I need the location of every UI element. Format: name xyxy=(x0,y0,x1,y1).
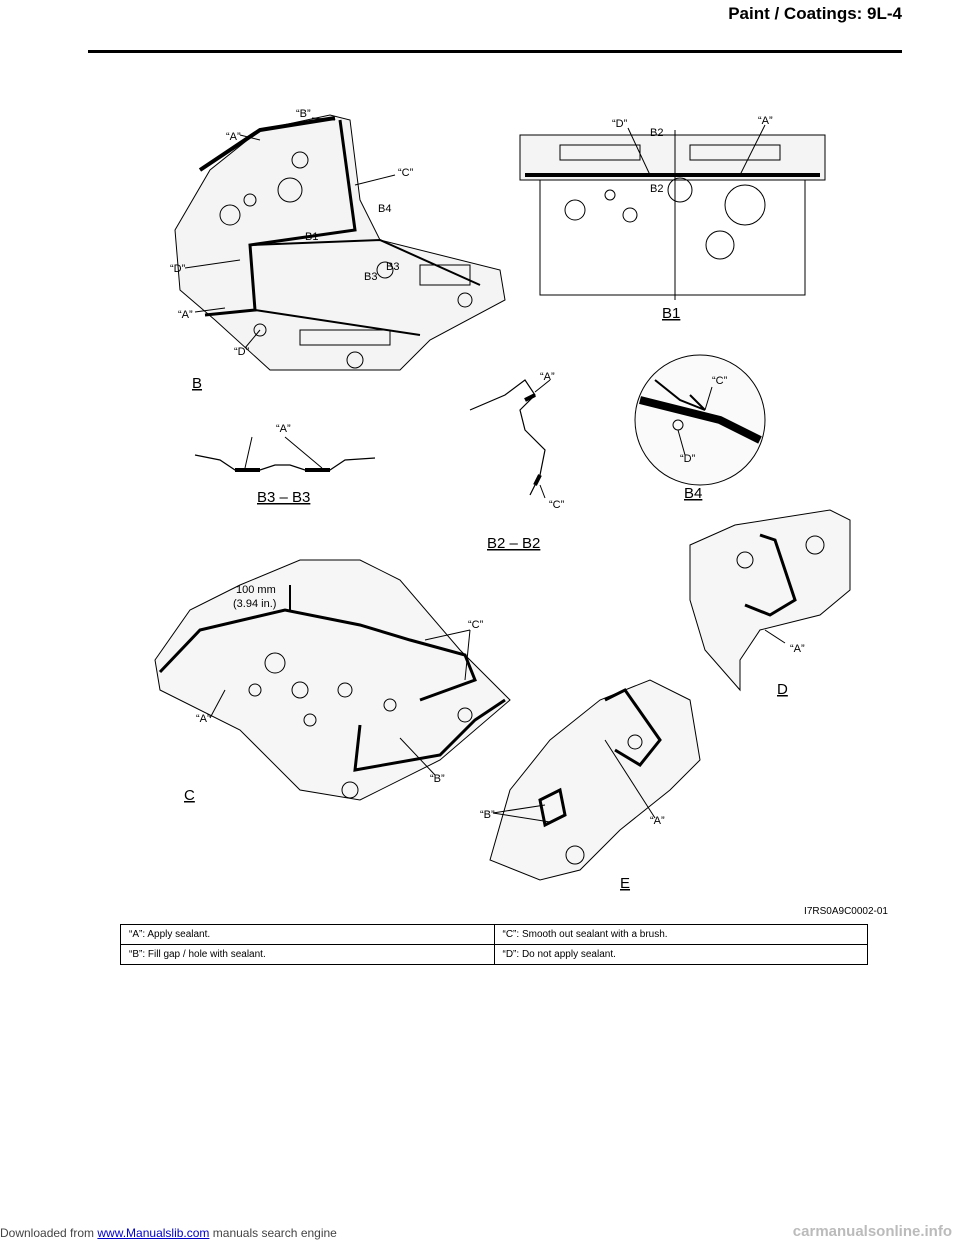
legend-cell: “D”: Do not apply sealant. xyxy=(493,944,868,965)
table-row: “A”: Apply sealant. “C”: Smooth out seal… xyxy=(120,924,868,945)
panel-d-drawing xyxy=(689,509,851,692)
callout-b: “B” xyxy=(296,108,311,120)
page-header-title: Paint / Coatings: 9L-4 xyxy=(728,4,902,23)
footer-suffix: manuals search engine xyxy=(209,1226,337,1240)
section-b3-line xyxy=(194,454,376,471)
dimension-mm: 100 mm xyxy=(236,584,276,596)
section-label-b2-b2: B2 – B2 xyxy=(487,535,540,552)
legend-cell: “B”: Fill gap / hole with sealant. xyxy=(120,944,495,965)
label-b1: B1 xyxy=(305,231,318,243)
legend-cell: “A”: Apply sealant. xyxy=(120,924,495,945)
panel-label-b4: B4 xyxy=(684,485,702,502)
label-b3: B3 xyxy=(386,261,399,273)
callout-b: “B” xyxy=(430,773,445,785)
panel-c-drawing xyxy=(154,559,511,801)
sealant-diagram: “B” “A” “C” B4 B1 B3 B3 “D” “A” “D” B “D… xyxy=(154,108,851,892)
panel-b-drawing xyxy=(174,114,506,371)
label-b4: B4 xyxy=(378,203,391,215)
callout-a: “A” xyxy=(790,643,805,655)
section-label-b3-b3: B3 – B3 xyxy=(257,489,310,506)
header-rule xyxy=(88,50,902,53)
callout-a: “A” xyxy=(540,371,555,383)
download-footer: Downloaded from www.Manualslib.com manua… xyxy=(0,1226,337,1240)
callout-d: “D” xyxy=(170,263,186,275)
callout-c: “C” xyxy=(712,375,728,387)
legend-cell: “C”: Smooth out sealant with a brush. xyxy=(493,924,868,945)
label-b3: B3 xyxy=(364,271,377,283)
callout-d: “D” xyxy=(680,453,696,465)
panel-b1-drawing xyxy=(519,130,826,300)
label-b2: B2 xyxy=(650,183,663,195)
detail-b4-circle xyxy=(634,354,766,486)
callout-a: “A” xyxy=(650,815,665,827)
panel-label-d: D xyxy=(777,681,788,698)
watermark: carmanualsonline.info xyxy=(792,1223,952,1240)
callout-a: “A” xyxy=(276,423,291,435)
callout-a: “A” xyxy=(196,713,211,725)
label-b2: B2 xyxy=(650,127,663,139)
legend-table: “A”: Apply sealant. “C”: Smooth out seal… xyxy=(120,924,868,965)
callout-a: “A” xyxy=(226,131,241,143)
table-row: “B”: Fill gap / hole with sealant. “D”: … xyxy=(120,944,868,965)
callout-a: “A” xyxy=(178,309,193,321)
callout-d: “D” xyxy=(612,118,628,130)
panel-label-c: C xyxy=(184,787,195,804)
panel-label-b: B xyxy=(192,375,202,392)
panel-label-e: E xyxy=(620,875,630,892)
callout-c: “C” xyxy=(468,619,484,631)
figure-id: I7RS0A9C0002-01 xyxy=(804,906,888,917)
manualslib-link[interactable]: www.Manualslib.com xyxy=(97,1226,210,1240)
panel-e-drawing xyxy=(489,679,701,881)
callout-d: “D” xyxy=(234,346,250,358)
callout-c: “C” xyxy=(549,499,565,511)
panel-label-b1: B1 xyxy=(662,305,680,322)
footer-prefix: Downloaded from xyxy=(0,1226,98,1240)
callout-b: “B” xyxy=(480,809,495,821)
dimension-in: (3.94 in.) xyxy=(233,598,276,610)
callout-a: “A” xyxy=(758,115,773,127)
callout-c: “C” xyxy=(398,167,414,179)
section-b2-line xyxy=(469,379,546,496)
